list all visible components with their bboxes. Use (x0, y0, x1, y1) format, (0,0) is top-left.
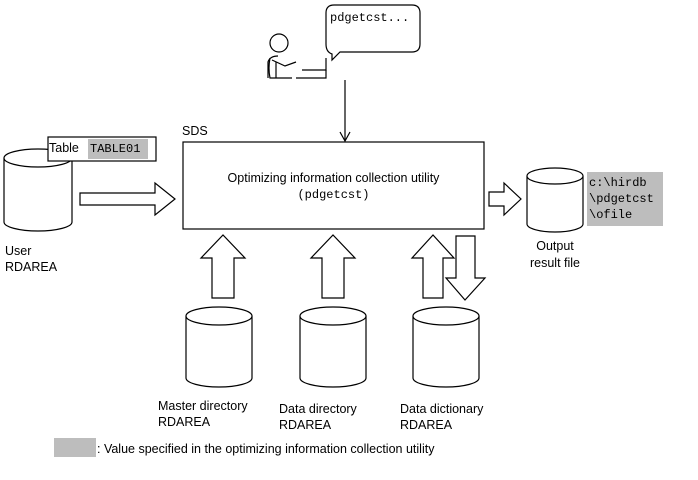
data-dictionary-line2: RDAREA (400, 418, 453, 432)
master-directory-line2: RDAREA (158, 415, 211, 429)
master-up-arrow (199, 234, 247, 299)
terminal-desk (302, 58, 327, 71)
sds-label: SDS (182, 124, 208, 138)
data-directory-line2: RDAREA (279, 418, 332, 432)
output-label-line2: result file (529, 256, 581, 270)
output-path-line1: c:\hirdb (589, 176, 647, 190)
output-path-line3: \ofile (589, 208, 633, 222)
output-path-line2: \pdgetcst (589, 192, 654, 206)
data-directory-cylinder (299, 306, 367, 388)
terminal-command-text: pdgetcst... (330, 11, 410, 25)
user-to-utility-arrow (79, 181, 176, 217)
data-directory-line1: Data directory (279, 402, 357, 416)
legend-swatch (54, 438, 96, 457)
output-label-line1: Output (536, 239, 574, 253)
master-directory-cylinder (185, 306, 253, 388)
user-rdarea-line2: RDAREA (5, 260, 58, 274)
datadict-up-arrow (410, 234, 456, 299)
legend-text: : Value specified in the optimizing info… (97, 442, 435, 456)
operator-icon (267, 33, 297, 79)
datadict-down-arrow (444, 235, 487, 301)
terminal-desk-base (296, 70, 327, 79)
user-rdarea-line1: User (5, 244, 32, 258)
data-dictionary-line1: Data dictionary (400, 402, 484, 416)
terminal-bubble (325, 4, 421, 62)
utility-to-output-arrow (488, 181, 522, 217)
output-file-cylinder (526, 167, 584, 233)
utility-command: (pdgetcst) (297, 188, 370, 202)
table-name-value: TABLE01 (88, 139, 148, 159)
data-dictionary-cylinder (412, 306, 480, 388)
table-label: Table (49, 141, 79, 155)
utility-box (182, 141, 485, 230)
utility-title: Optimizing information collection utilit… (227, 171, 440, 185)
master-directory-line1: Master directory (158, 399, 248, 413)
output-path-box: c:\hirdb \pdgetcst \ofile (587, 172, 663, 226)
datadir-up-arrow (309, 234, 357, 299)
command-arrow-head (339, 131, 351, 143)
